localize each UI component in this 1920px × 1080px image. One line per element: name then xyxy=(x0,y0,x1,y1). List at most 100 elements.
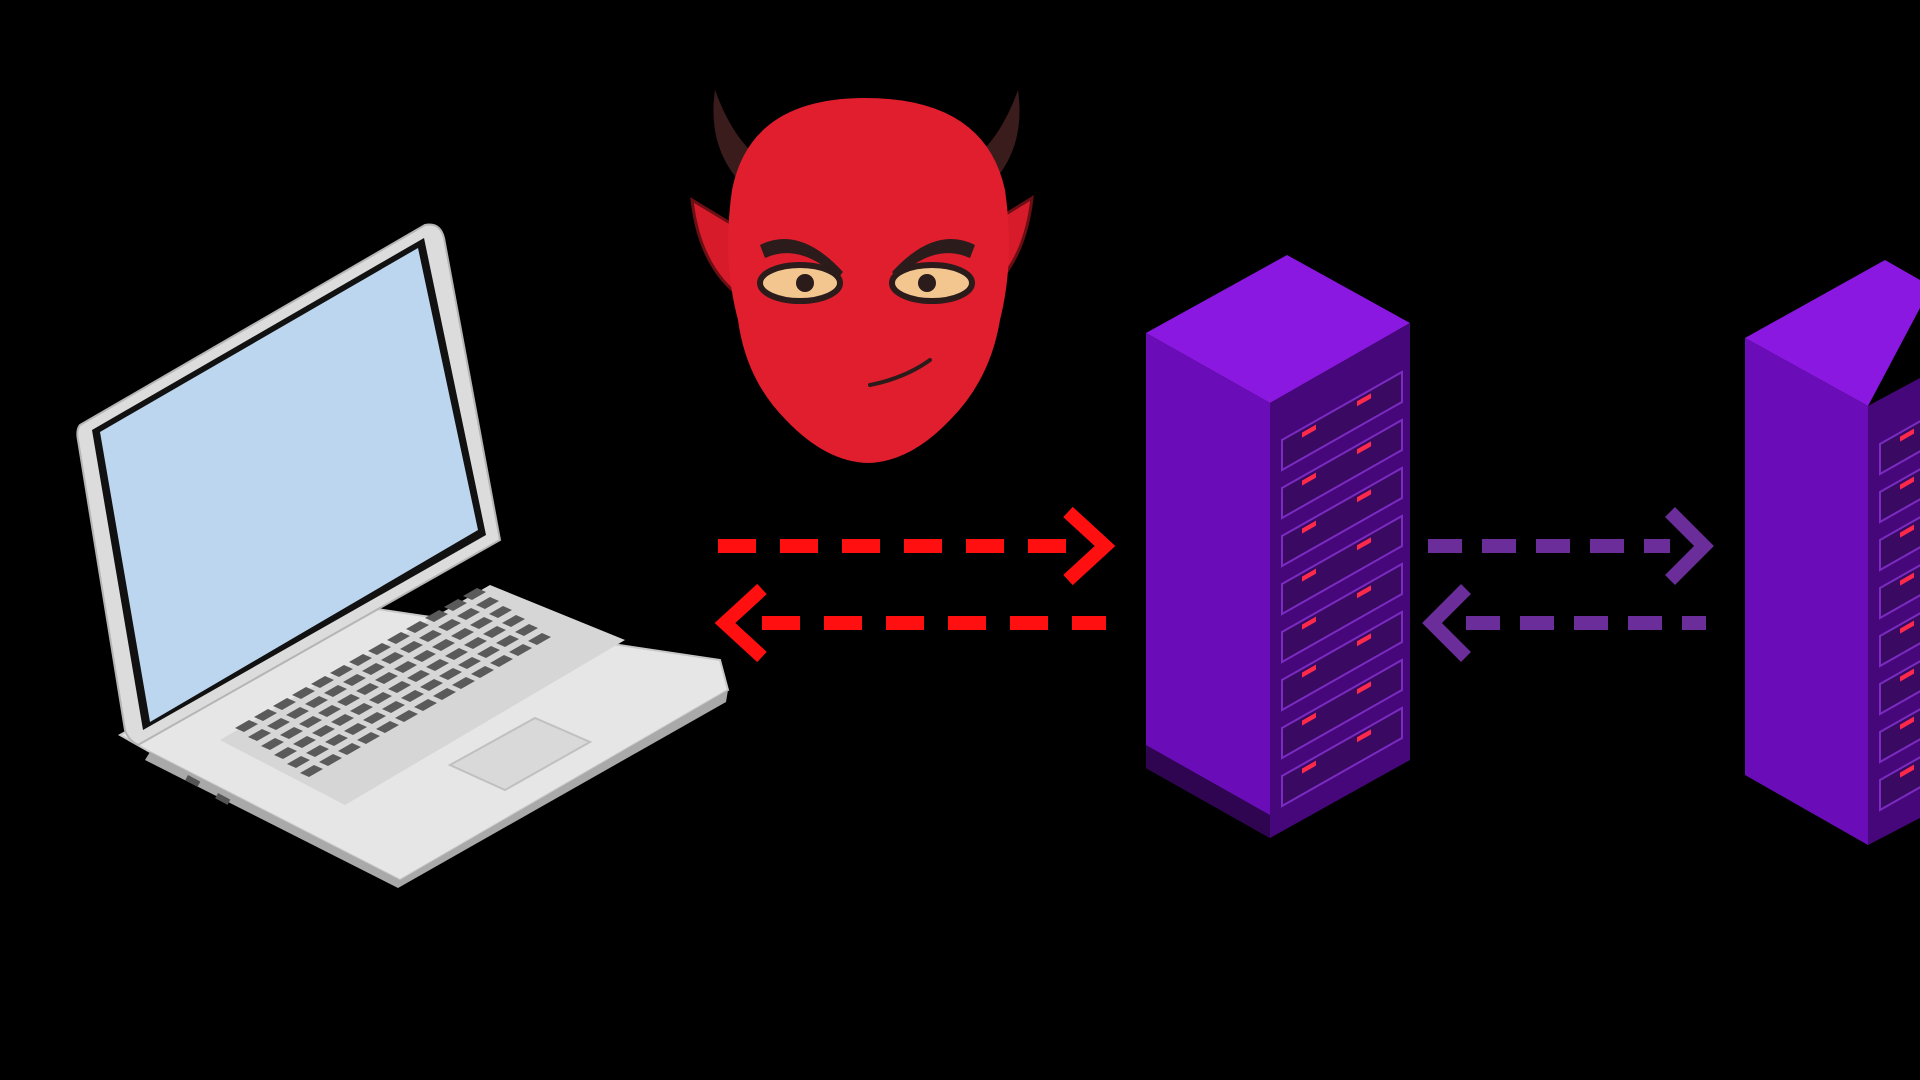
keyboard-key xyxy=(318,705,341,717)
keyboard-key xyxy=(248,729,271,741)
keyboard-key xyxy=(457,608,480,620)
server-led xyxy=(1900,428,1914,442)
keyboard-key xyxy=(325,734,348,746)
keyboard-key xyxy=(330,665,353,677)
keyboard-key xyxy=(476,597,499,609)
server-led xyxy=(1357,681,1371,695)
keyboard-key xyxy=(394,661,417,673)
keyboard-key xyxy=(343,674,366,686)
server-led xyxy=(1357,441,1371,455)
server-return-arrow xyxy=(1422,584,1706,662)
keyboard-key xyxy=(306,745,329,757)
keyboard-key xyxy=(286,707,309,719)
keyboard-key xyxy=(406,621,429,633)
keyboard-key xyxy=(496,635,519,647)
server-led xyxy=(1357,729,1371,743)
keyboard-key xyxy=(254,709,277,721)
keyboard-key xyxy=(489,606,512,618)
server-led xyxy=(1302,664,1316,678)
keyboard-key xyxy=(311,676,334,688)
keyboard-key xyxy=(471,666,494,678)
keyboard-key xyxy=(273,698,296,710)
keyboard-key xyxy=(407,670,430,682)
keyboard-key xyxy=(463,588,486,600)
keyboard-key xyxy=(280,727,303,739)
keyboard-key xyxy=(509,644,532,656)
server-unit xyxy=(1281,610,1403,712)
keyboard-key xyxy=(369,692,392,704)
keyboard-key xyxy=(458,657,481,669)
keyboard-key xyxy=(388,681,411,693)
keyboard-key xyxy=(274,747,297,759)
server-led xyxy=(1302,472,1316,486)
server-led xyxy=(1302,616,1316,630)
keyboard-key xyxy=(267,718,290,730)
keyboard-key xyxy=(490,655,513,667)
server-led xyxy=(1900,476,1914,490)
server-led xyxy=(1357,633,1371,647)
server-led xyxy=(1302,712,1316,726)
keyboard-key xyxy=(363,712,386,724)
keyboard-key xyxy=(401,690,424,702)
server-led xyxy=(1357,393,1371,407)
server-led xyxy=(1302,568,1316,582)
laptop-icon xyxy=(76,223,730,888)
server-led xyxy=(1900,620,1914,634)
keyboard-key xyxy=(368,643,391,655)
keyboard-key xyxy=(382,701,405,713)
devil-face-icon xyxy=(690,90,1034,463)
server-unit xyxy=(1281,466,1403,568)
server-led xyxy=(1302,760,1316,774)
keyboard-key xyxy=(452,677,475,689)
response-arrow xyxy=(714,583,1106,663)
keyboard-key xyxy=(432,639,455,651)
keyboard-key xyxy=(344,723,367,735)
keyboard-key xyxy=(464,637,487,649)
keyboard-key xyxy=(425,610,448,622)
server-led xyxy=(1302,520,1316,534)
keyboard-key xyxy=(483,626,506,638)
keyboard-key xyxy=(305,696,328,708)
server-to-server-arrow xyxy=(1428,507,1714,585)
keyboard-key xyxy=(433,688,456,700)
keyboard-key xyxy=(338,743,361,755)
server-units xyxy=(1281,370,1403,808)
server-unit xyxy=(1281,706,1403,808)
keyboard-key xyxy=(502,615,525,627)
server-unit xyxy=(1281,514,1403,616)
server-led xyxy=(1900,524,1914,538)
keyboard-key xyxy=(324,685,347,697)
server-unit xyxy=(1281,370,1403,472)
keyboard-key xyxy=(414,699,437,711)
server-led xyxy=(1900,572,1914,586)
keyboard-key xyxy=(381,652,404,664)
server-unit xyxy=(1281,418,1403,520)
server-led xyxy=(1900,764,1914,778)
keyboard-key xyxy=(470,617,493,629)
keyboard-key xyxy=(362,663,385,675)
keyboard-key xyxy=(287,756,310,768)
keyboard-key xyxy=(357,732,380,744)
keyboard-key xyxy=(395,710,418,722)
server-units xyxy=(1879,420,1920,812)
request-arrow xyxy=(718,506,1116,586)
keyboard-key xyxy=(451,628,474,640)
server-unit xyxy=(1281,562,1403,664)
server-led xyxy=(1900,716,1914,730)
keyboard-key xyxy=(477,646,500,658)
server-led xyxy=(1900,668,1914,682)
keyboard-key xyxy=(375,672,398,684)
keyboard-key xyxy=(292,687,315,699)
keyboard-key xyxy=(312,725,335,737)
keyboard-key xyxy=(387,632,410,644)
laptop-screen xyxy=(100,248,478,722)
keyboard-key xyxy=(349,654,372,666)
keyboard-key xyxy=(376,721,399,733)
keyboard-key xyxy=(515,624,538,636)
keyboard-key xyxy=(419,630,442,642)
keyboard-key xyxy=(293,736,316,748)
keyboard-keys xyxy=(235,588,551,777)
keyboard-key xyxy=(350,703,373,715)
